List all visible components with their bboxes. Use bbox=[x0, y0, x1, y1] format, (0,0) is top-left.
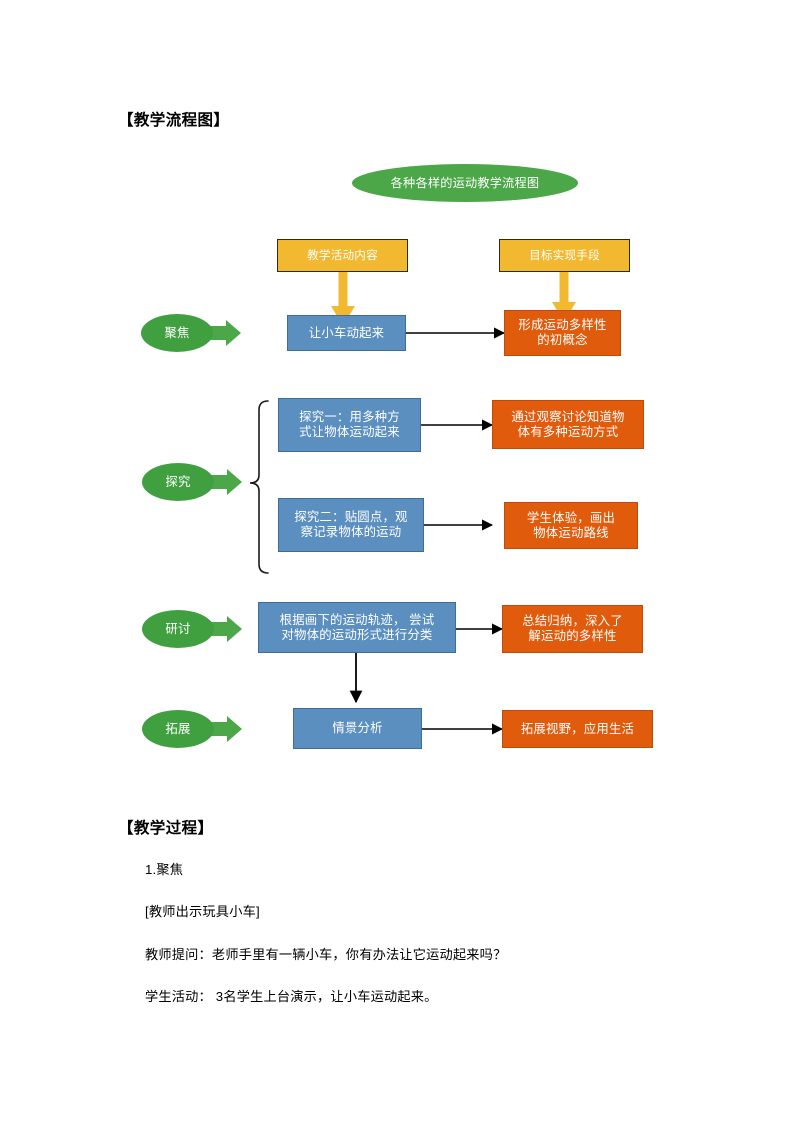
goal-box-broaden-horizons: 拓展视野，应用生活 bbox=[502, 710, 653, 748]
activity-box-inquiry-two: 探究二：贴圆点，观 察记录物体的运动 bbox=[278, 498, 424, 552]
activity-box-inquiry-one: 探究一：用多种方 式让物体运动起来 bbox=[278, 398, 421, 452]
green-block-arrow-discussion bbox=[209, 616, 242, 642]
flowchart-title-ellipse: 各种各样的运动教学流程图 bbox=[352, 164, 578, 202]
activity-box-start-car: 让小车动起来 bbox=[287, 315, 406, 351]
goal-box-draw-path: 学生体验，画出 物体运动路线 bbox=[504, 502, 638, 549]
page-title-flowchart: 【教学流程图】 bbox=[118, 112, 230, 129]
green-block-arrow-extension bbox=[209, 716, 242, 742]
teaching-flowchart: 各种各样的运动教学流程图 教学活动内容 目标实现手段 聚焦 探究 研讨 拓展 让… bbox=[0, 150, 794, 790]
paragraph-focus-step: 1.聚焦 bbox=[145, 862, 184, 877]
stage-ellipse-discussion: 研讨 bbox=[142, 610, 214, 648]
green-block-arrow-inquiry bbox=[209, 469, 242, 495]
flowchart-connectors bbox=[208, 272, 576, 742]
activity-box-scenario-analysis: 情景分析 bbox=[293, 708, 422, 749]
stage-ellipse-extension: 拓展 bbox=[142, 710, 214, 748]
column-header-goal: 目标实现手段 bbox=[499, 239, 630, 272]
goal-box-summarize: 总结归纳，深入了 解运动的多样性 bbox=[502, 605, 643, 653]
green-block-arrow-focus bbox=[208, 320, 241, 346]
goal-box-diversity-concept: 形成运动多样性 的初概念 bbox=[504, 310, 621, 356]
paragraph-student-activity: 学生活动： 3名学生上台演示，让小车运动起来。 bbox=[145, 989, 438, 1004]
column-header-activity: 教学活动内容 bbox=[277, 239, 408, 272]
activity-box-classify-motion: 根据画下的运动轨迹， 尝试 对物体的运动形式进行分类 bbox=[258, 602, 456, 653]
page-title-process: 【教学过程】 bbox=[118, 820, 214, 837]
paragraph-teacher-question: 教师提问：老师手里有一辆小车，你有办法让它运动起来吗？ bbox=[145, 947, 507, 962]
stage-ellipse-inquiry: 探究 bbox=[142, 463, 214, 501]
inquiry-brace bbox=[249, 400, 269, 574]
stage-ellipse-focus: 聚焦 bbox=[141, 314, 213, 352]
paragraph-teacher-shows-toy-car: [教师出示玩具小车] bbox=[145, 904, 260, 919]
goal-box-observe-discuss: 通过观察讨论知道物 体有多种运动方式 bbox=[492, 400, 644, 449]
